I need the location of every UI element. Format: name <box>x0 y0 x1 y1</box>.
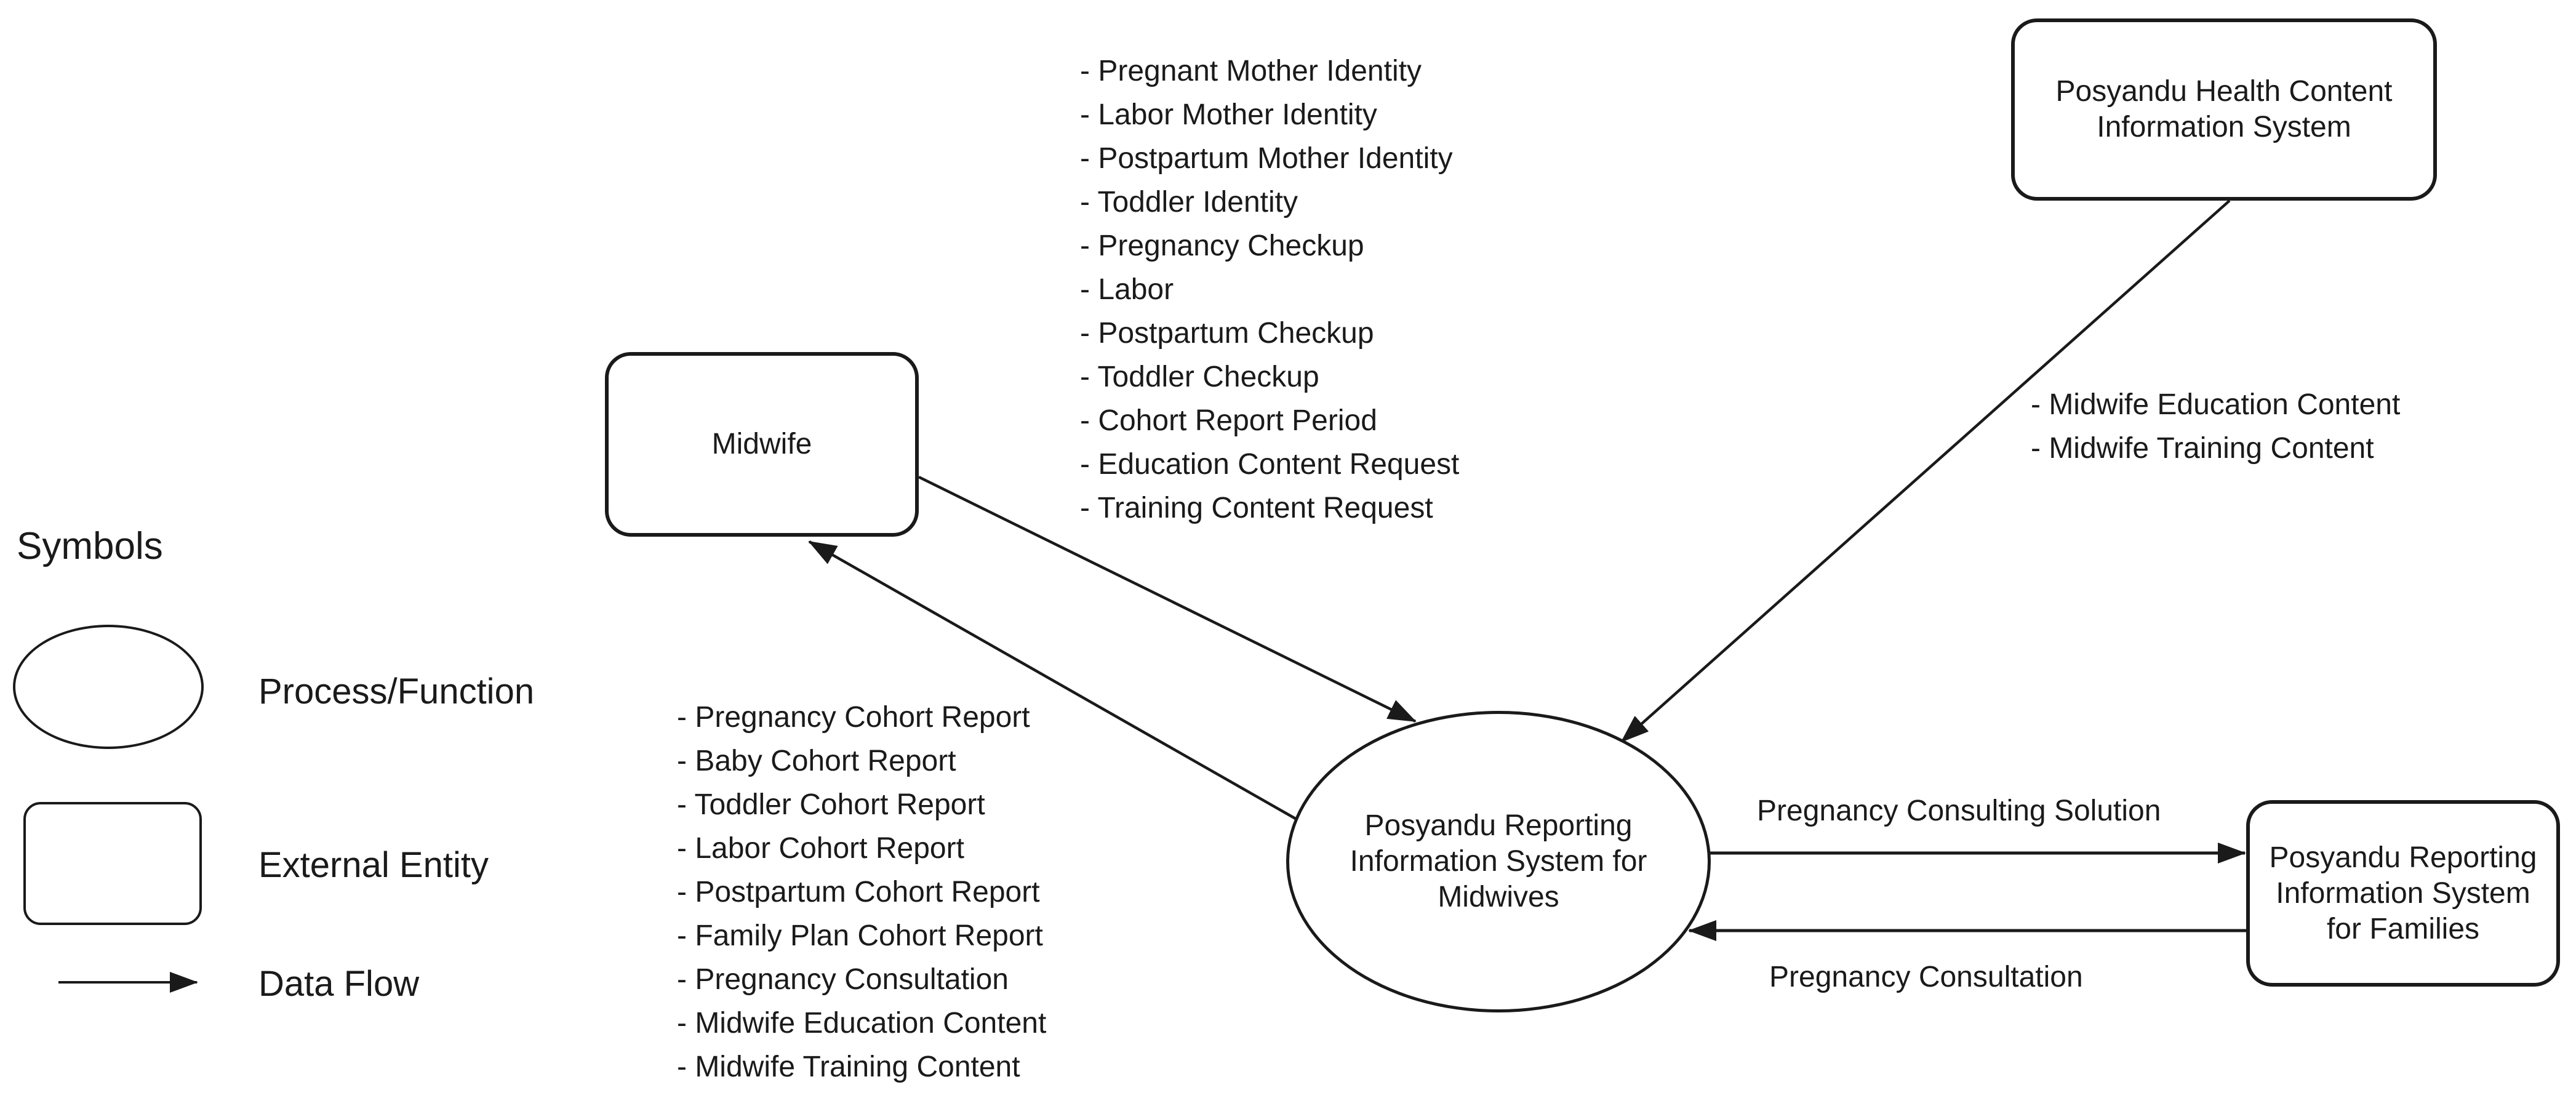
flow-list-item: - Education Content Request <box>1080 448 1460 481</box>
flow-midwife-to-midwife-system-arrow <box>918 475 1417 723</box>
health-content-system-label-line2: Information System <box>2097 111 2351 143</box>
flow-list-item: - Baby Cohort Report <box>677 745 956 777</box>
external-entity-midwife: Midwife <box>605 352 919 537</box>
process-midwife-reporting-system: Posyandu Reporting Information System fo… <box>1286 711 1711 1012</box>
family-system-label-line2: Information System <box>2276 876 2530 910</box>
flow-label-pregnancy-consultation: Pregnancy Consultation <box>1769 961 2083 993</box>
external-entity-health-content-system: Posyandu Health Content Information Syst… <box>2011 18 2437 201</box>
flow-list-item: - Pregnancy Consultation <box>677 963 1009 996</box>
flow-list-midwife-to-system: - Pregnant Mother Identity - Labor Mother… <box>1080 49 1459 530</box>
family-system-label-line3: for Families <box>2326 912 2480 945</box>
flow-midwife-system-to-midwife-arrow <box>808 540 1297 820</box>
legend-external-entity-rect-icon <box>23 802 202 925</box>
flow-label-pregnancy-consulting-solution: Pregnancy Consulting Solution <box>1757 795 2161 827</box>
flow-list-item: - Midwife Training Content <box>677 1051 1020 1083</box>
midwife-system-label-line3: Midwives <box>1438 881 1559 913</box>
flow-list-item: - Toddler Checkup <box>1080 361 1319 393</box>
midwife-label: Midwife <box>711 428 812 460</box>
flow-list-item: - Labor Mother Identity <box>1080 98 1377 131</box>
flow-health-content-to-midwife-system-arrow <box>1620 199 2231 743</box>
flow-list-item: - Postpartum Mother Identity <box>1080 142 1453 175</box>
health-content-system-label: Posyandu Health Content Information Syst… <box>2055 74 2392 145</box>
legend-process-ellipse-icon <box>13 625 204 749</box>
family-system-label-line1: Posyandu Reporting <box>2269 841 2537 874</box>
external-entity-family-reporting-system: Posyandu Reporting Information System fo… <box>2246 800 2560 987</box>
family-system-label: Posyandu Reporting Information System fo… <box>2270 840 2537 947</box>
flow-list-item: - Midwife Education Content <box>677 1007 1047 1040</box>
flow-list-item: - Pregnancy Checkup <box>1080 230 1364 262</box>
flow-list-item: - Midwife Training Content <box>2031 432 2374 465</box>
flow-list-item: - Family Plan Cohort Report <box>677 920 1043 952</box>
midwife-system-label-line1: Posyandu Reporting <box>1364 809 1633 842</box>
midwife-system-label-line2: Information System for <box>1350 845 1647 878</box>
flow-list-item: - Toddler Cohort Report <box>677 788 985 821</box>
legend-label-external-entity: External Entity <box>258 845 489 885</box>
flow-list-content-to-system: - Midwife Education Content - Midwife Tra… <box>2031 383 2400 470</box>
flow-list-item: - Pregnancy Cohort Report <box>677 701 1030 734</box>
flow-list-item: - Toddler Identity <box>1080 186 1298 218</box>
flow-list-item: - Postpartum Checkup <box>1080 317 1374 350</box>
flow-list-item: - Pregnant Mother Identity <box>1080 55 1422 87</box>
flow-list-item: - Labor Cohort Report <box>677 832 964 865</box>
flow-list-item: - Midwife Education Content <box>2031 388 2401 421</box>
flow-list-system-to-midwife: - Pregnancy Cohort Report - Baby Cohort R… <box>677 695 1046 1089</box>
flow-list-item: - Cohort Report Period <box>1080 404 1377 437</box>
flow-list-item: - Postpartum Cohort Report <box>677 876 1040 908</box>
legend-title: Symbols <box>17 525 163 567</box>
flow-list-item: - Training Content Request <box>1080 492 1433 524</box>
legend-label-process-function: Process/Function <box>258 671 535 711</box>
midwife-system-label: Posyandu Reporting Information System fo… <box>1350 808 1647 915</box>
legend-label-data-flow: Data Flow <box>258 964 420 1004</box>
health-content-system-label-line1: Posyandu Health Content <box>2055 75 2393 108</box>
flow-list-item: - Labor <box>1080 273 1174 306</box>
